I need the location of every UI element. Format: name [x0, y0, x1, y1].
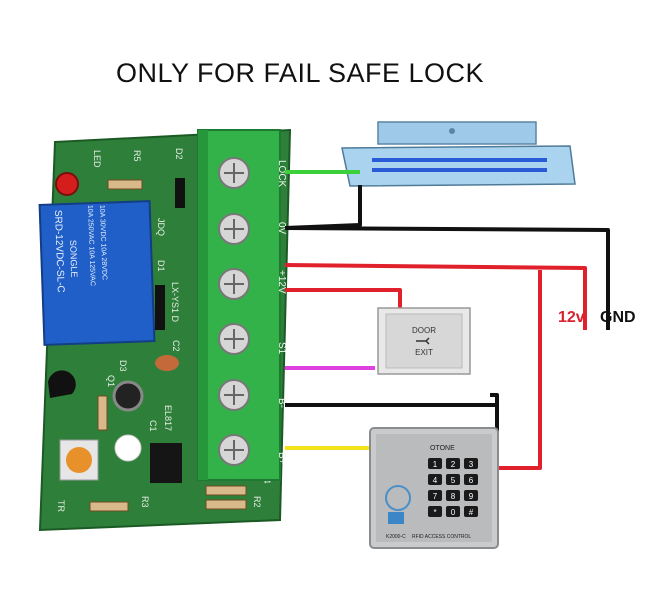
- resistors: [89, 179, 247, 512]
- key-0: 0: [451, 508, 456, 517]
- silk-board-id: LX-YS1 D: [170, 282, 180, 323]
- silk-tr: TR: [56, 500, 66, 512]
- transistor: [48, 370, 76, 398]
- silk-jdq: JDQ: [156, 218, 166, 236]
- diode-d1: [155, 285, 165, 330]
- exit-button: DOOR EXIT: [377, 307, 471, 375]
- led: [55, 172, 79, 196]
- wire-keypad-red: [490, 270, 542, 470]
- keypad-keys: [428, 458, 478, 517]
- key-7: 7: [433, 492, 438, 501]
- wire-gnd-main: [284, 226, 610, 330]
- key-1: 1: [433, 460, 438, 469]
- capacitor-c2: [155, 355, 179, 371]
- exit-button-line1: DOOR: [412, 326, 436, 335]
- key-3: 3: [469, 460, 474, 469]
- silk-c2: C2: [171, 340, 181, 352]
- rfid-keypad: OTONE K2000-C RFID ACCESS CONTROL 1 2 3 …: [369, 427, 499, 549]
- silk-d1: D1: [156, 260, 166, 272]
- optocoupler: [150, 443, 182, 483]
- silk-c1: C1: [148, 420, 158, 432]
- keypad-model: K2000-C: [386, 534, 406, 540]
- key-hash: #: [469, 508, 474, 517]
- silk-q1: Q1: [106, 375, 116, 387]
- key-9: 9: [469, 492, 474, 501]
- terminal-label-0v: 0V: [276, 222, 287, 235]
- relay-rating-1: 10A 250VAC 10A 125VAC: [86, 205, 96, 286]
- diagram-title: ONLY FOR FAIL SAFE LOCK: [115, 58, 485, 88]
- trimmer-knob: [66, 447, 92, 473]
- terminal-label-12v: +12V: [276, 270, 287, 294]
- exit-button-line2: EXIT: [415, 348, 433, 357]
- supply-12v-label: 12v: [558, 309, 585, 326]
- diode-d2: [175, 178, 185, 208]
- relay-brand: SONGLE: [68, 240, 79, 278]
- wire-exit-red: [285, 288, 402, 315]
- keypad-caption: RFID ACCESS CONTROL: [412, 534, 471, 540]
- key-star: *: [433, 508, 436, 517]
- terminal-label-s1: S1: [276, 342, 287, 355]
- card-icon: [388, 512, 404, 524]
- silk-d3: D3: [118, 360, 128, 372]
- supply-gnd-label: GND: [600, 309, 636, 326]
- silk-r5: R5: [132, 150, 142, 162]
- key-6: 6: [469, 476, 474, 485]
- terminal-block: [197, 129, 281, 481]
- relay: SONGLE SRD-12VDC-SL-C 10A 250VAC 10A 125…: [38, 200, 156, 346]
- relay-rating-2: 10A 30VDC 10A 28VDC: [98, 205, 108, 280]
- key-8: 8: [451, 492, 456, 501]
- controller-board: SONGLE SRD-12VDC-SL-C 10A 250VAC 10A 125…: [38, 128, 292, 532]
- terminal-label-b-minus: B-: [276, 398, 287, 408]
- key-5: 5: [451, 476, 456, 485]
- mounting-hole: [114, 434, 142, 462]
- silk-led: LED: [92, 150, 102, 168]
- keypad-brand: OTONE: [430, 445, 455, 452]
- silk-d2: D2: [174, 148, 184, 160]
- terminal-label-b-plus: B+: [276, 452, 287, 465]
- terminal-label-lock: LOCK: [276, 160, 287, 188]
- silk-r2: R2: [252, 496, 262, 508]
- magnetic-lock: [341, 121, 576, 187]
- wire-lock-black: [284, 185, 362, 230]
- silk-r3: R3: [140, 496, 150, 508]
- capacitor-c1: [112, 380, 144, 412]
- silk-el817: EL817: [163, 405, 173, 431]
- key-2: 2: [451, 460, 456, 469]
- key-4: 4: [433, 476, 438, 485]
- terminal-screws: [218, 157, 250, 466]
- relay-model: SRD-12VDC-SL-C: [52, 210, 66, 293]
- key-icon: [416, 337, 430, 345]
- wire-12v-main: [284, 263, 587, 330]
- rfid-wave-icon: [385, 485, 411, 511]
